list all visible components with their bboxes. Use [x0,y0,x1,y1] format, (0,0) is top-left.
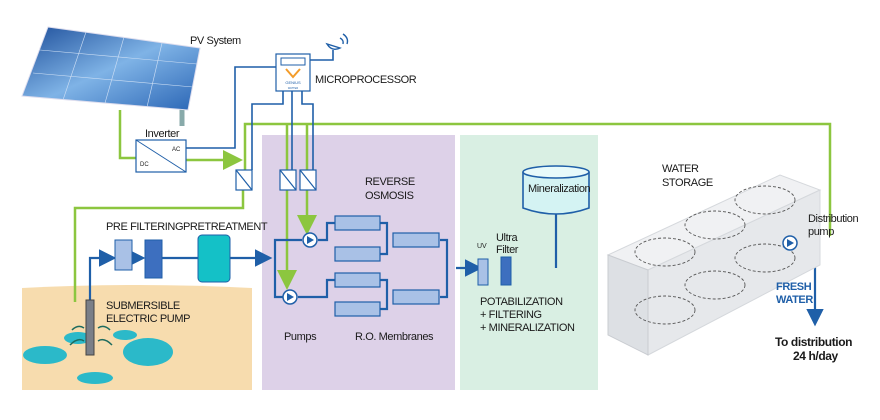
pre-filter-1 [114,239,133,271]
potabilization-label-3: + MINERALIZATION [480,322,575,334]
mineralization-tank [522,165,590,215]
water-storage-label-2: STORAGE [662,177,713,189]
submersible-label-2: ELECTRIC PUMP [106,313,190,325]
ro-pump-bottom [282,289,298,305]
pre-filter-2 [144,239,163,279]
ac-label: AC [172,147,181,153]
ultra-label-2: Filter [496,244,519,256]
pre-filtering-label: PRE FILTERING [106,221,183,233]
watter-logo-text: WATTER [288,87,298,90]
inverter-box: DC AC [135,139,187,173]
to-distribution-label-1: To distribution [775,335,852,349]
inverter-label: Inverter [145,128,180,140]
uv-filter [477,258,489,286]
submersible-label-1: SUBMERSIBLE [106,300,180,312]
power-lines [73,110,832,302]
ro-membranes-label: R.O. Membranes [355,331,434,343]
fresh-water-label-1: FRESH [776,281,812,293]
distribution-pump [782,235,798,251]
pumps-label: Pumps [284,331,317,343]
satellite-dish-icon [325,33,349,51]
dc-label: DC [140,162,149,168]
water-storage-label-1: WATER [662,163,699,175]
ro-pump-top [302,232,318,248]
mineralization-label: Mineralization [528,183,591,195]
groundwater-pools [23,330,173,384]
uv-label: UV [477,243,487,250]
to-distribution-label-2: 24 h/day [793,349,839,363]
microprocessor-label: MICROPROCESSOR [315,74,417,86]
water-pipes [88,214,824,327]
switch-boxes [235,169,317,191]
distribution-pump-label-1: Distribution [808,213,859,225]
fresh-water-label-2: WATER [776,294,813,306]
pv-panel [21,26,201,126]
reverse-osmosis-label-1: REVERSE [365,176,415,188]
flow-arrows [69,325,113,346]
reverse-osmosis-label-2: OSMOSIS [365,190,414,202]
ultra-filter [500,256,512,286]
pretreatment-label: PRETREATMENT [183,221,268,233]
potabilization-label-1: POTABILIZATION [480,296,563,308]
control-lines [185,50,334,170]
distribution-pump-label-2: pump [808,226,834,238]
submersible-pump [85,299,95,356]
ultra-label-1: Ultra [496,232,519,244]
ro-membranes [334,215,440,317]
microprocessor-unit: GENIUS WATTER [275,53,311,92]
pretreatment-tank [197,234,231,283]
pv-system-label: PV System [190,35,241,47]
ground-area [22,285,252,390]
genius-logo-text: GENIUS [285,80,301,85]
water-storage-container [606,174,822,356]
potabilization-label-2: + FILTERING [480,309,542,321]
